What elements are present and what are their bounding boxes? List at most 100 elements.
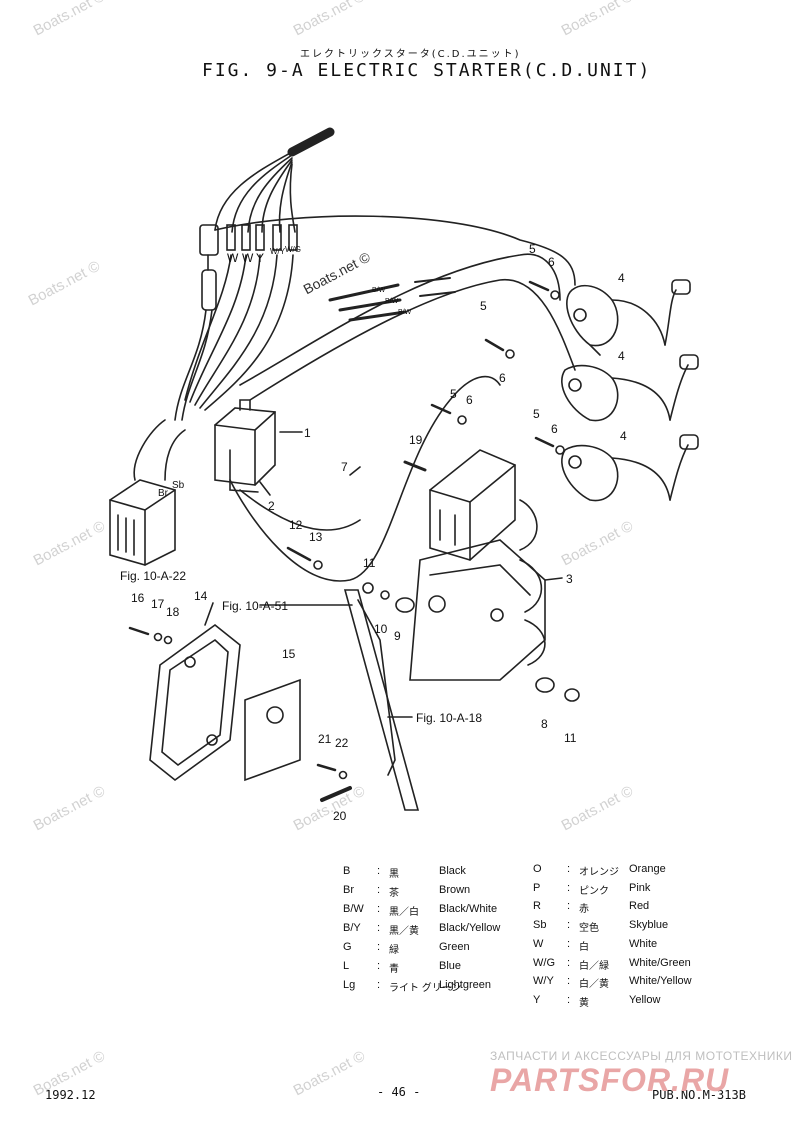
- part-number: 7: [341, 460, 348, 474]
- reference-label: Fig. 10-A-51: [222, 599, 288, 613]
- wire-label: W/Y: [270, 247, 286, 256]
- wire-label: B/W: [398, 309, 412, 316]
- legend-colon: :: [377, 903, 381, 915]
- legend-colon: :: [377, 884, 381, 896]
- footer-date: 1992.12: [45, 1088, 96, 1102]
- legend-jp: 黒／白: [389, 907, 419, 918]
- legend-en: Black/Yellow: [439, 922, 501, 934]
- reference-label: Fig. 10-A-22: [120, 569, 186, 583]
- legend-jp: 青: [389, 964, 399, 975]
- part-number: 16: [131, 591, 145, 605]
- part-number: 5: [533, 407, 540, 421]
- legend-en: Lightgreen: [439, 979, 491, 991]
- legend-en: Red: [629, 900, 650, 913]
- footer-page-number: - 46 -: [377, 1085, 421, 1099]
- legend-colon: :: [567, 937, 571, 950]
- part-number: 21: [318, 732, 332, 746]
- wire-label: W: [242, 251, 254, 265]
- wire-label: W/G: [285, 245, 301, 254]
- legend-colon: :: [567, 975, 571, 988]
- part-number: 5: [529, 242, 536, 256]
- legend-en: Blue: [439, 960, 462, 972]
- part-number: 6: [499, 371, 506, 385]
- legend-code: Y: [533, 993, 541, 1006]
- legend-code: G: [343, 941, 352, 953]
- part-number: 4: [618, 271, 625, 285]
- legend-code: W: [533, 937, 544, 950]
- legend-jp: 緑: [389, 945, 399, 956]
- legend-en: Black/White: [439, 903, 498, 915]
- legend-jp: ピンク: [579, 885, 609, 897]
- part-number: 3: [566, 572, 573, 586]
- part-number: 18: [166, 605, 180, 619]
- legend-colon: :: [567, 900, 571, 913]
- legend-en: Yellow: [629, 993, 661, 1006]
- legend-colon: :: [567, 993, 571, 1006]
- part-number: 4: [620, 429, 627, 443]
- legend-jp: 赤: [579, 904, 589, 916]
- legend-code: P: [533, 881, 541, 894]
- legend-colon: :: [567, 919, 571, 932]
- legend-code: B/W: [343, 903, 364, 915]
- legend-jp: 白: [579, 941, 589, 953]
- legend-code: R: [533, 900, 541, 913]
- part-number: 20: [333, 809, 347, 823]
- legend-colon: :: [567, 881, 571, 894]
- legend-en: Pink: [629, 881, 651, 894]
- legend-jp: ライト グリーン: [389, 983, 462, 994]
- legend-jp: 空色: [579, 923, 599, 935]
- legend-colon: :: [377, 865, 381, 877]
- legend-code: Br: [343, 884, 354, 896]
- legend-code: Sb: [533, 919, 547, 932]
- legend-en: Orange: [629, 863, 666, 875]
- part-number: 9: [394, 629, 401, 643]
- part-number: 5: [480, 299, 487, 313]
- legend-en: White: [629, 937, 658, 950]
- legend-colon: :: [567, 956, 571, 969]
- part-number: 17: [151, 597, 165, 611]
- legend-colon: :: [377, 922, 381, 934]
- legend-jp: 黄: [579, 997, 589, 1009]
- part-number: 6: [466, 393, 473, 407]
- part-number: 14: [194, 589, 208, 603]
- legend-jp: 黒: [389, 869, 399, 880]
- part-number: 13: [309, 530, 323, 544]
- footer-publication-number: PUB.NO.M-313B: [652, 1088, 746, 1102]
- legend-code: O: [533, 863, 542, 875]
- legend-jp: 茶: [389, 888, 399, 899]
- legend-en: White/Yellow: [629, 975, 692, 988]
- part-number: 8: [541, 717, 548, 731]
- figure-subtitle-jp: エレクトリックスタータ(C.D.ユニット): [300, 49, 521, 60]
- wire-label: Br: [158, 488, 169, 499]
- legend-colon: :: [567, 863, 571, 875]
- legend-en: Brown: [439, 884, 471, 896]
- legend-en: Skyblue: [629, 919, 669, 932]
- wire-label: Sb: [172, 480, 185, 491]
- legend-colon: :: [377, 960, 381, 972]
- wire-label: B/W: [372, 287, 386, 294]
- legend-code: W/Y: [533, 975, 554, 988]
- part-number: 1: [304, 426, 311, 440]
- brand-logo: PARTSFOR.RU: [490, 1062, 730, 1098]
- legend-code: L: [343, 960, 350, 972]
- brand-tagline: ЗАПЧАСТИ И АКСЕССУАРЫ ДЛЯ МОТОТЕХНИКИ: [490, 1049, 793, 1063]
- legend-colon: :: [377, 979, 381, 991]
- legend-en: White/Green: [629, 956, 691, 969]
- legend-jp: 白／黄: [579, 979, 609, 991]
- legend-jp: 黒／黄: [389, 926, 419, 937]
- part-number: 11: [564, 731, 577, 745]
- part-number: 6: [548, 255, 555, 269]
- figure-title: FIG. 9-A ELECTRIC STARTER(C.D.UNIT): [202, 60, 652, 81]
- part-number: 2: [268, 499, 275, 513]
- part-number: 5: [450, 387, 457, 401]
- part-number: 6: [551, 422, 558, 436]
- part-number: 11: [363, 556, 376, 570]
- wire-label: Y: [256, 251, 264, 265]
- part-number: 19: [409, 433, 423, 447]
- wire-label: W: [227, 251, 239, 265]
- part-number: 10: [374, 622, 388, 636]
- wire-label: B/W: [385, 298, 399, 305]
